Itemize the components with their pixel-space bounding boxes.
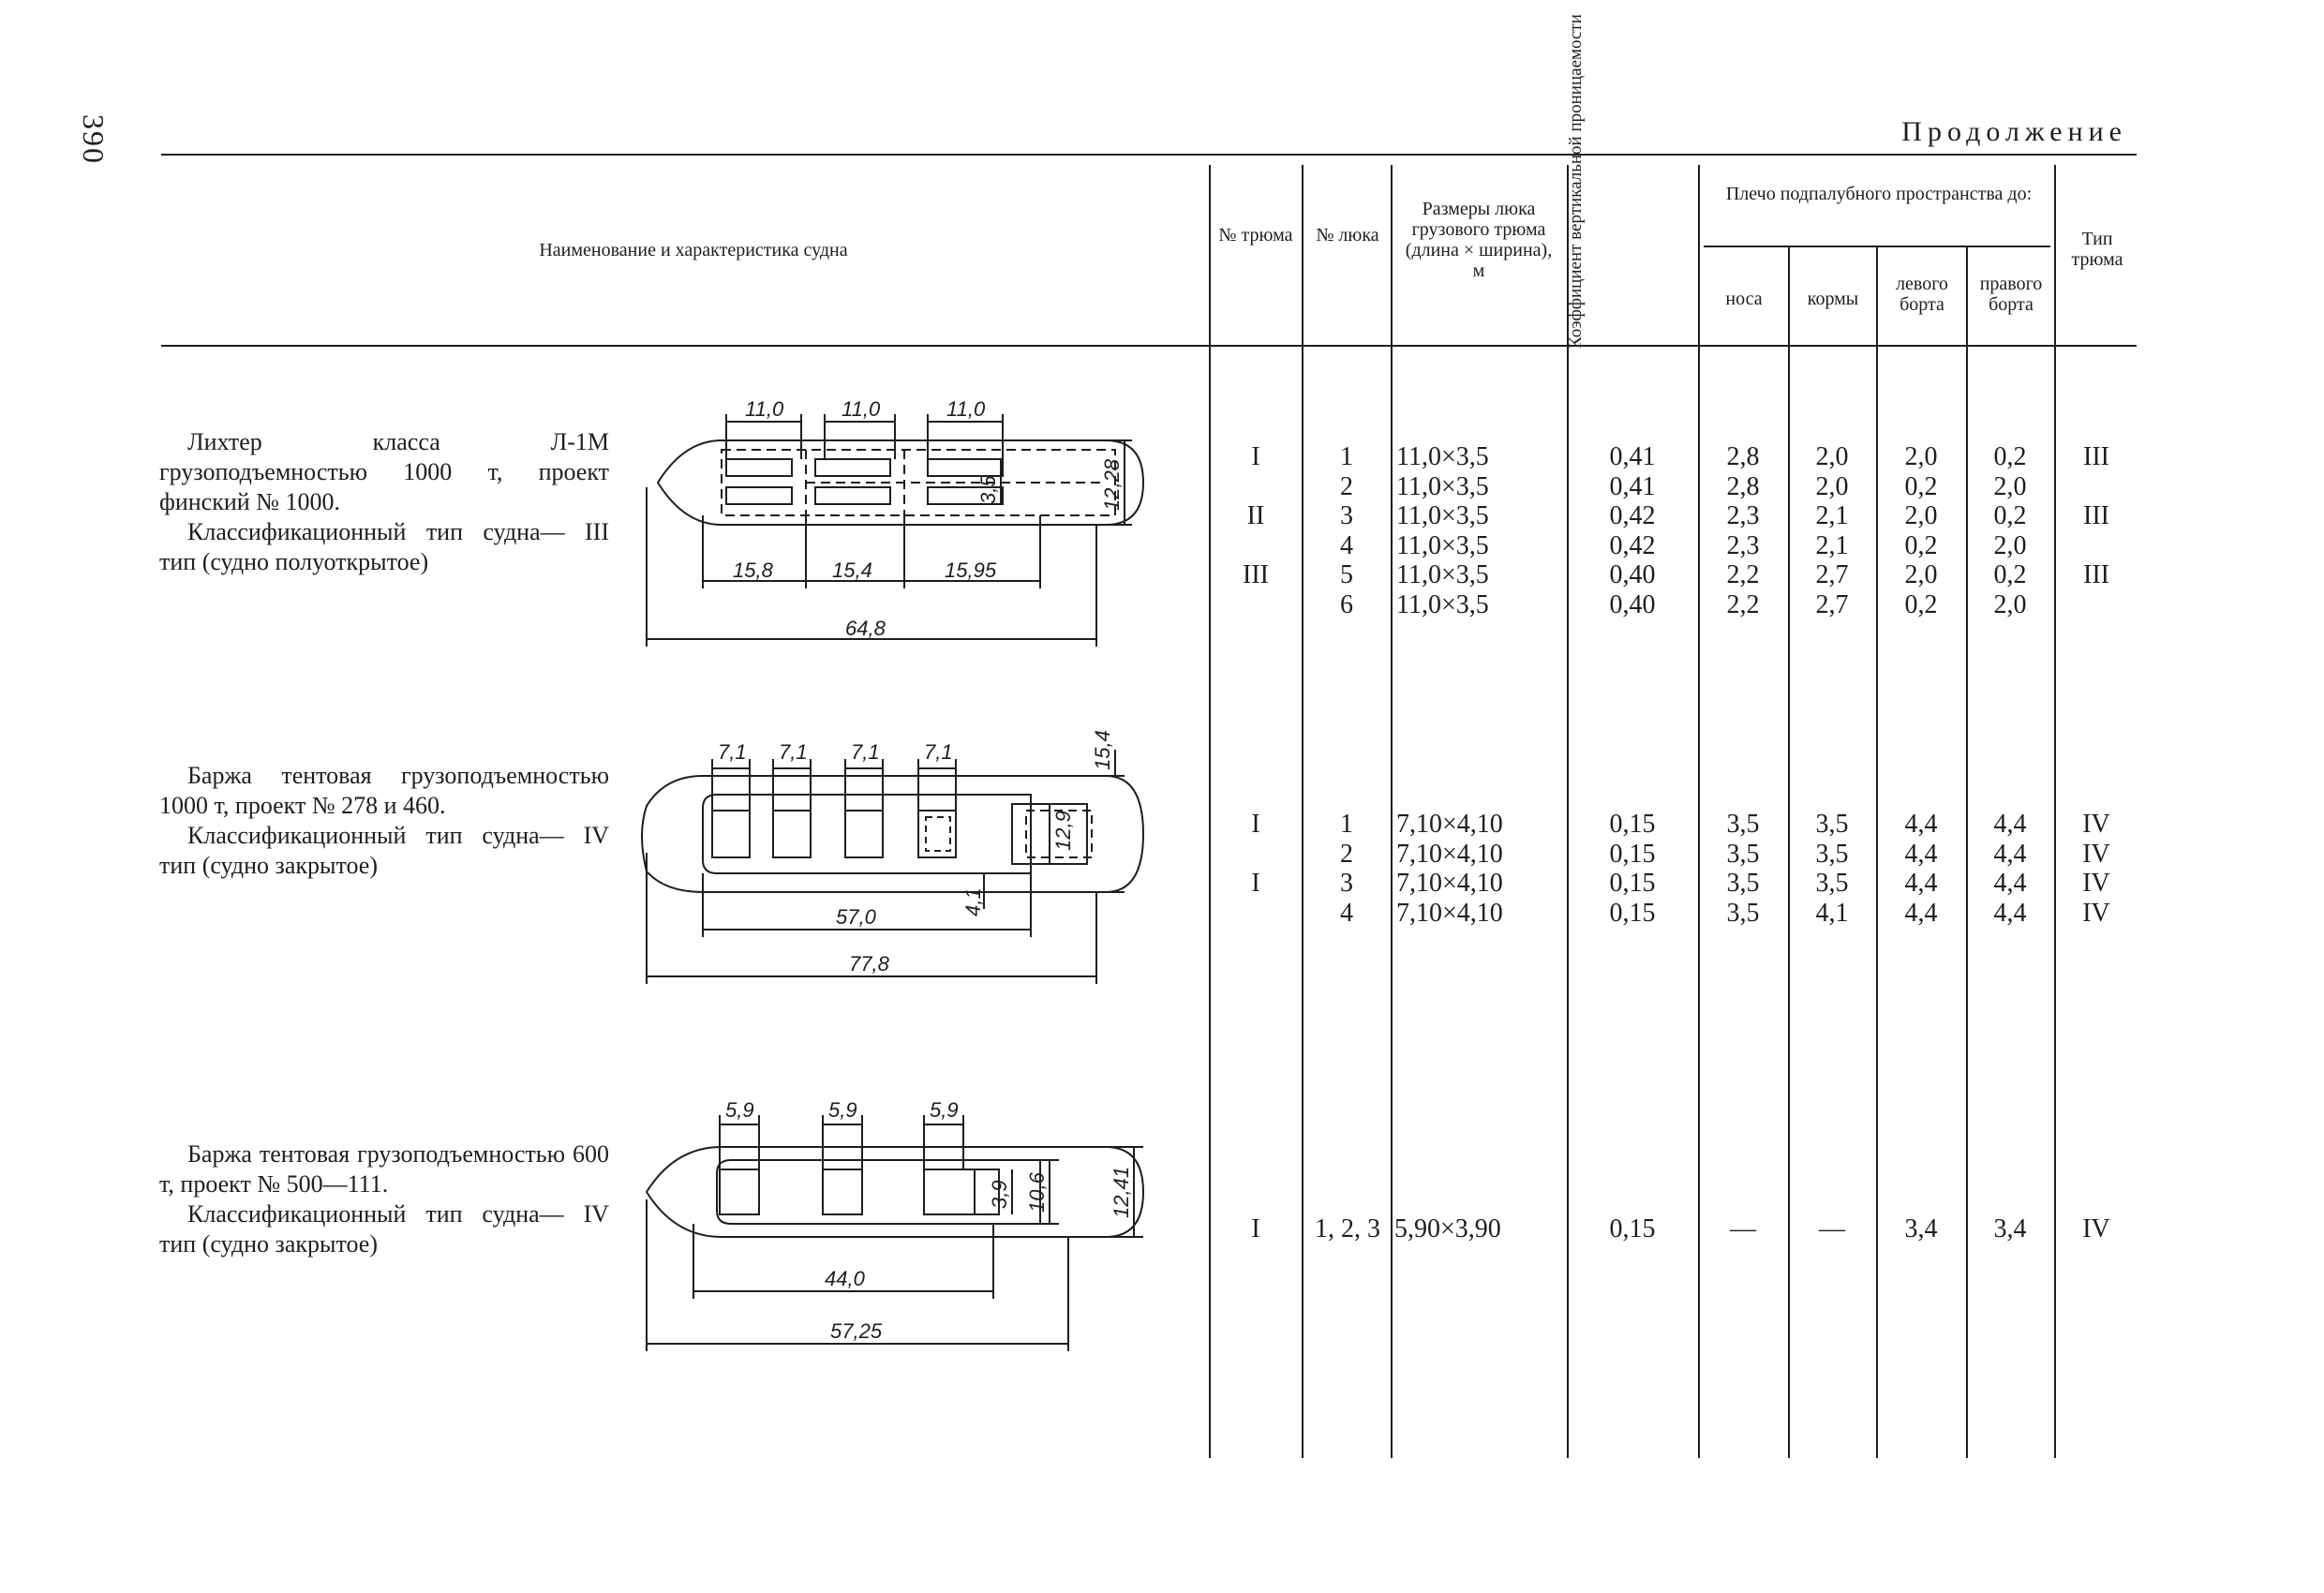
vessel-3-description: Баржа тентовая грузоподъемностью 600 т, … (159, 1140, 609, 1258)
v2-left: 4,4 4,4 4,4 4,4 (1904, 810, 1938, 928)
v1-dim-seg-1: 15,8 (733, 558, 774, 582)
v1-dim-hatch-width: 3,5 (976, 475, 1000, 504)
v2-dim-beam-inner: 12,9 (1051, 811, 1075, 851)
col-rule-9 (2054, 165, 2056, 1458)
col-rule-8 (1966, 246, 1968, 1458)
col-rule-5 (1698, 165, 1700, 1458)
v3-sizes: 5,90×3,90 (1394, 1214, 1501, 1243)
v1-coef: 0,41 0,41 0,42 0,42 0,40 0,40 (1609, 442, 1656, 619)
v1-stern: 2,0 2,0 2,1 2,1 2,7 2,7 (1815, 442, 1849, 619)
header-arm-group: Плечо подпалубного пространства до: (1725, 184, 2033, 204)
vessel-2-drawing: 7,1 7,1 7,1 7,1 15,4 12,9 4,1 57,0 77,8 (641, 730, 1145, 984)
v2-stern: 3,5 3,5 3,5 4,1 (1815, 810, 1849, 928)
v1-holds: I II III (1243, 442, 1269, 589)
v3-dim-beam-inner: 10,6 (1025, 1171, 1049, 1213)
v2-dim-hatch-1: 7,1 (718, 740, 747, 764)
v3-left: 3,4 (1904, 1214, 1938, 1243)
v1-left: 2,0 0,2 2,0 0,2 2,0 0,2 (1904, 442, 1938, 619)
v1-type: III III III (2083, 442, 2109, 589)
v1-dim-hatch-2: 11,0 (842, 397, 881, 421)
v2-bow: 3,5 3,5 3,5 3,5 (1726, 810, 1760, 928)
vessel-2-description: Баржа тентовая грузоподъемностью 1000 т,… (159, 762, 609, 879)
v2-hatches: 1 2 3 4 (1340, 810, 1353, 928)
header-arm-bow: носа (1725, 289, 1763, 309)
header-arm-left: левого борта (1896, 274, 1948, 315)
v3-dim-beam: 12,41 (1110, 1167, 1133, 1218)
top-rule (161, 154, 2137, 156)
v3-coef: 0,15 (1609, 1214, 1656, 1243)
v1-dim-hatch-3: 11,0 (946, 397, 986, 421)
v2-dim-overall: 77,8 (849, 952, 890, 975)
v2-dim-hatch-width: 4,1 (961, 887, 985, 916)
v2-dim-hatch-3: 7,1 (851, 740, 880, 764)
col-rule-4 (1567, 165, 1569, 1458)
v2-coef: 0,15 0,15 0,15 0,15 (1609, 810, 1656, 928)
v3-bow: — (1730, 1214, 1756, 1243)
v3-dim-hatch-2: 5,9 (828, 1098, 857, 1122)
col-rule-2 (1302, 165, 1304, 1458)
v3-dim-hold-len: 44,0 (825, 1267, 866, 1290)
v2-type: IV IV IV IV (2082, 810, 2110, 928)
v3-dim-hatch-width: 3,9 (988, 1180, 1011, 1209)
vessel-3-drawing: 5,9 5,9 5,9 3,9 10,6 12,41 44,0 57,25 (645, 1098, 1145, 1351)
v2-holds: I I (1251, 810, 1260, 898)
header-arm-stern: кормы (1807, 289, 1859, 309)
v2-sizes: 7,10×4,10 7,10×4,10 7,10×4,10 7,10×4,10 (1396, 810, 1503, 928)
header-name: Наименование и характеристика судна (539, 240, 848, 261)
header-arm-right: правого борта (1979, 274, 2043, 315)
header-hatch-no: № люка (1316, 225, 1379, 246)
vessel-1-drawing: 11,0 11,0 11,0 3,5 12,28 15,8 15,4 15,95… (646, 397, 1145, 647)
col-rule-3 (1391, 165, 1393, 1458)
v1-hatches: 1 2 3 4 5 6 (1340, 442, 1353, 619)
header-bottom-rule (161, 345, 2137, 347)
v1-dim-seg-3: 15,95 (945, 558, 997, 582)
v1-dim-beam: 12,28 (1100, 458, 1124, 511)
v3-hatches: 1, 2, 3 (1315, 1214, 1380, 1243)
col-rule-7 (1876, 246, 1878, 1458)
v1-sizes: 11,0×3,5 11,0×3,5 11,0×3,5 11,0×3,5 11,0… (1396, 442, 1489, 619)
v3-type: IV (2082, 1214, 2110, 1243)
v3-right: 3,4 (1993, 1214, 2027, 1243)
header-hatch-size: Размеры люка грузового трюма (длина × ши… (1405, 199, 1553, 281)
v2-dim-beam-top: 15,4 (1091, 730, 1114, 770)
header-coefficient: Коэффициент вертикальной проницаемости (1566, 14, 1586, 349)
v1-dim-seg-2: 15,4 (832, 558, 872, 582)
v1-bow: 2,8 2,8 2,3 2,3 2,2 2,2 (1726, 442, 1760, 619)
v3-dim-overall: 57,25 (830, 1319, 883, 1343)
page-number: 390 (77, 114, 111, 165)
header-hold-type: Тип трюма (2071, 229, 2123, 270)
v1-dim-overall: 64,8 (845, 617, 886, 640)
v3-stern: — (1819, 1214, 1845, 1243)
vessel-1-description: Лихтер класса Л-1М грузоподъемностью 100… (159, 428, 609, 575)
v2-dim-hatch-2: 7,1 (779, 740, 808, 764)
v2-dim-hatch-4: 7,1 (924, 740, 953, 764)
continued-label: Продолжение (1901, 116, 2127, 147)
v3-dim-hatch-3: 5,9 (930, 1098, 959, 1122)
v2-right: 4,4 4,4 4,4 4,4 (1993, 810, 2027, 928)
header-hold-no: № трюма (1218, 225, 1293, 246)
v1-dim-hatch-1: 11,0 (745, 397, 784, 421)
v3-dim-hatch-1: 5,9 (725, 1098, 754, 1122)
col-rule-1 (1209, 165, 1211, 1458)
v2-dim-hold-len: 57,0 (836, 905, 877, 929)
col-rule-6 (1788, 246, 1790, 1458)
v3-holds: I (1251, 1214, 1260, 1243)
v1-right: 0,2 2,0 0,2 2,0 0,2 2,0 (1993, 442, 2027, 619)
